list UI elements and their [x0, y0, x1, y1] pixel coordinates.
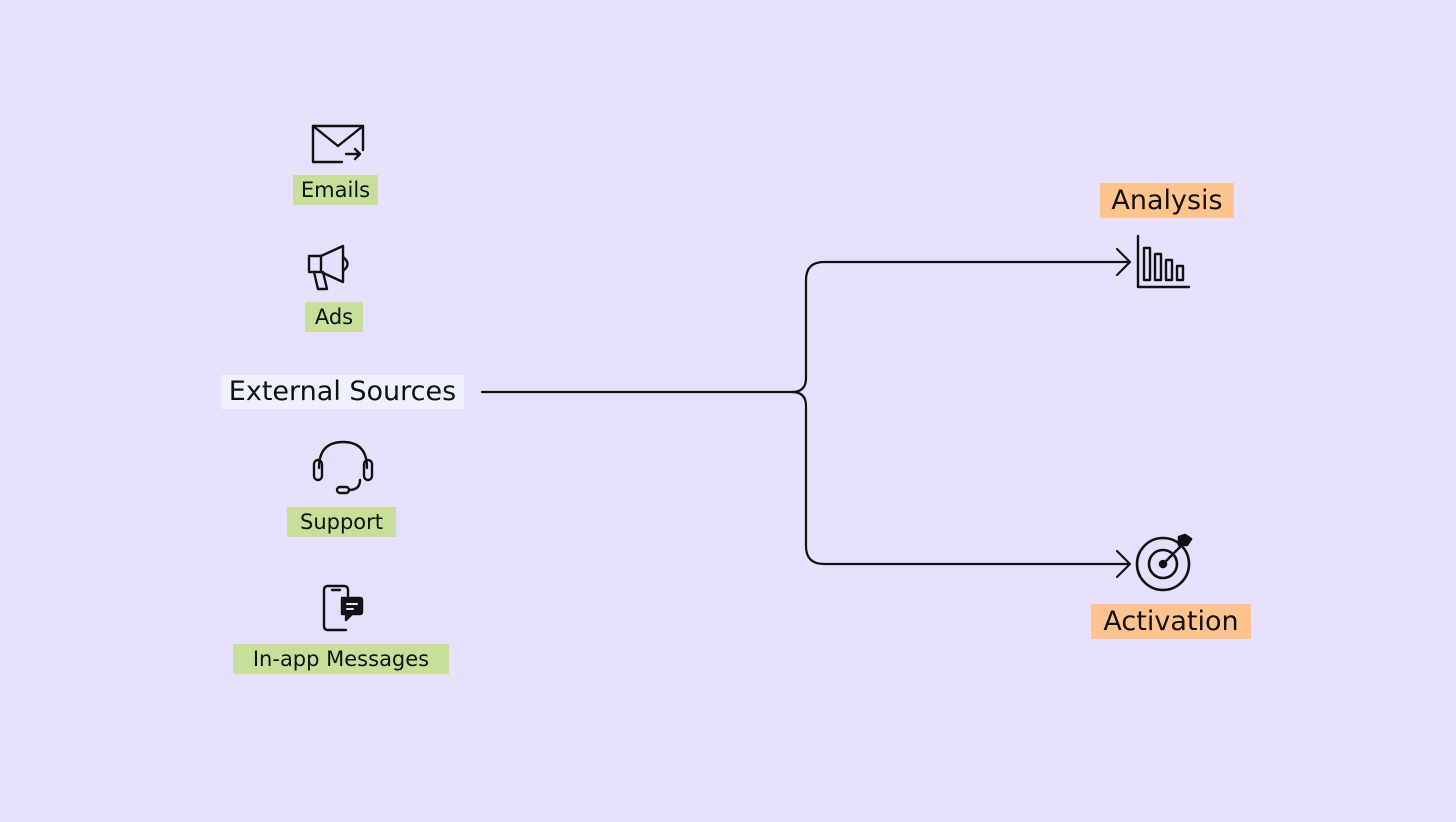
arrowhead-activation [1115, 549, 1132, 579]
hub-label-external-sources: External Sources [221, 375, 464, 409]
megaphone-icon [305, 242, 359, 292]
branch-to-analysis [804, 260, 1130, 380]
branch-to-activation [790, 390, 1130, 566]
target-arrow-icon [1133, 533, 1195, 593]
hub-line [480, 376, 808, 394]
source-label-emails: Emails [293, 175, 378, 205]
headset-icon [311, 438, 375, 498]
arrowhead-analysis [1115, 247, 1132, 277]
phone-chat-icon [320, 582, 366, 634]
target-label-analysis: Analysis [1100, 183, 1234, 218]
bar-chart-icon [1134, 234, 1192, 290]
source-label-support: Support [287, 507, 396, 537]
source-label-in-app-messages: In-app Messages [233, 644, 449, 674]
email-forward-icon [310, 122, 368, 166]
source-label-ads: Ads [305, 302, 363, 332]
target-label-activation: Activation [1091, 604, 1251, 639]
